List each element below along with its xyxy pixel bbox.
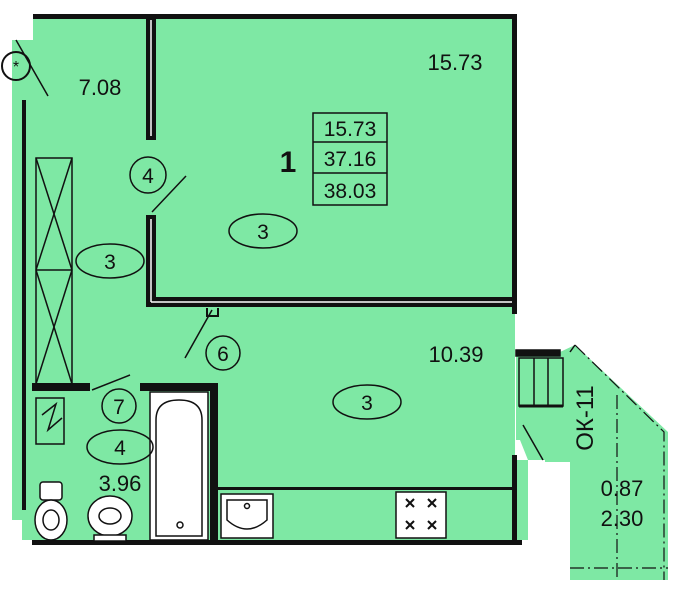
- summary-living-area: 15.73: [324, 118, 377, 141]
- bath-door-leaf: [91, 374, 131, 391]
- kitchen-door-leaf: [184, 309, 213, 359]
- kitchen-door-jamb: [206, 308, 219, 317]
- marker-kitchen-floor-label: 3: [361, 392, 373, 415]
- summary-box: 15.73 37.16 38.03: [312, 112, 388, 206]
- summary-total-area: 37.16: [324, 148, 377, 171]
- kitchen-area: 10.39: [428, 342, 483, 367]
- balcony-door-leaf: [522, 424, 544, 461]
- marker-bath-floor-label: 4: [114, 437, 126, 460]
- marker-living-floor-label: 3: [257, 221, 269, 244]
- kitchen-sink-icon: [220, 493, 274, 539]
- bath-wall-top-left: [32, 383, 90, 391]
- entry-door-leaf: [15, 39, 49, 97]
- stove-icon: [395, 491, 447, 539]
- marker-living-door: 4: [129, 156, 167, 194]
- balcony-area: 0.87: [601, 476, 644, 501]
- marker-bath-door: 7: [101, 388, 137, 424]
- marker-bath-door-label: 7: [113, 396, 125, 419]
- wall-inner-lines: [150, 20, 512, 303]
- living-area: 15.73: [427, 50, 482, 75]
- right-wall-upper: [512, 14, 517, 314]
- marker-hall-floor-label: 3: [104, 251, 116, 274]
- balcony-window: [515, 344, 576, 408]
- bath-area: 3.96: [99, 471, 142, 496]
- marker-bath-floor: 4: [86, 429, 154, 465]
- bath-wall-vertical: [210, 383, 218, 543]
- fan-icon: *: [1, 51, 31, 81]
- top-wall: [33, 14, 517, 19]
- window-code: ОК-11: [572, 385, 599, 451]
- wardrobe: [35, 157, 73, 385]
- sink-icon: [87, 495, 133, 542]
- marker-kitchen-door-label: 6: [217, 343, 229, 366]
- bottom-wall: [32, 540, 522, 545]
- living-door-leaf: [151, 175, 187, 213]
- hall-area: 7.08: [79, 75, 122, 100]
- apartment-number: 1: [280, 146, 297, 179]
- bathtub-icon: [149, 391, 209, 541]
- marker-kitchen-door: 6: [205, 335, 241, 371]
- marker-hall-floor: 3: [75, 243, 145, 279]
- floor-balcony: [516, 345, 668, 580]
- balcony-height: 2.30: [601, 506, 644, 531]
- left-wall: [22, 100, 26, 510]
- marker-kitchen-floor: 3: [332, 384, 402, 420]
- electrical-panel-icon: [35, 397, 65, 445]
- kitchen-counter-line: [218, 487, 514, 490]
- right-wall-lower: [512, 455, 517, 545]
- doors: [15, 39, 544, 461]
- marker-living-floor: 3: [228, 213, 298, 249]
- bath-wall-top-right: [140, 383, 218, 391]
- balcony-outline: [570, 344, 668, 580]
- toilet-icon: [34, 481, 68, 541]
- marker-living-door-label: 4: [142, 165, 154, 188]
- svg-text:*: *: [13, 59, 19, 76]
- summary-gross-area: 38.03: [324, 180, 377, 203]
